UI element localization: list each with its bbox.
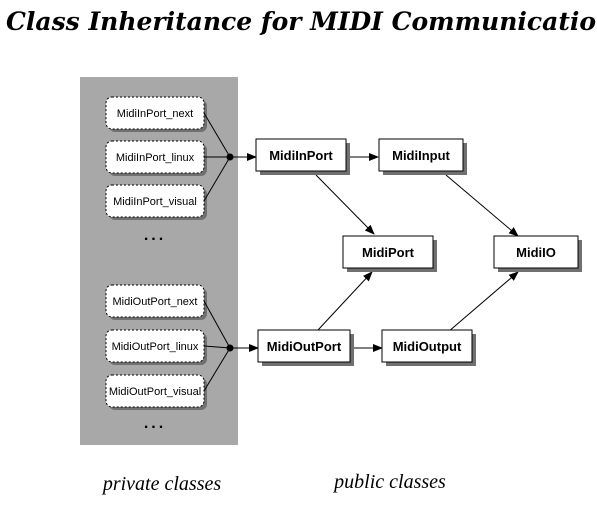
more-classes-ellipsis: ... <box>144 227 166 244</box>
private-class-label: MidiInPort_visual <box>113 196 197 208</box>
private-class-label: MidiOutPort_visual <box>109 386 201 398</box>
private-class-label: MidiOutPort_next <box>113 296 198 308</box>
junction-dot <box>226 153 234 161</box>
public-class-label: MidiIO <box>516 245 556 260</box>
private-class-label: MidiOutPort_linux <box>112 341 199 353</box>
private-out-connectors <box>203 300 259 392</box>
public-class-label: MidiPort <box>362 245 415 260</box>
public-class-midi-input: MidiInput <box>378 138 467 175</box>
private-class-box: MidiOutPort_next <box>105 284 207 320</box>
private-class-box: MidiInPort_linux <box>105 140 207 176</box>
private-class-label: MidiInPort_next <box>117 108 193 120</box>
public-inheritance-arrows <box>315 153 519 352</box>
more-classes-ellipsis: ... <box>144 415 166 432</box>
diagram-title: Class Inheritance for MIDI Communication <box>6 7 597 36</box>
private-out-group: MidiOutPort_next MidiOutPort_linux MidiO… <box>105 284 207 432</box>
public-class-label: MidiOutput <box>393 339 462 354</box>
public-class-midi-in-port: MidiInPort <box>255 138 350 175</box>
public-class-midi-io: MidiIO <box>493 235 582 272</box>
public-class-label: MidiInPort <box>269 148 333 163</box>
private-class-label: MidiInPort_linux <box>116 152 195 164</box>
junction-dot <box>226 344 234 352</box>
public-classes-caption: public classes <box>332 471 446 493</box>
public-class-midi-out-port: MidiOutPort <box>257 329 354 366</box>
private-class-box: MidiInPort_visual <box>105 184 207 220</box>
private-class-box: MidiInPort_next <box>105 96 207 132</box>
public-class-midi-port: MidiPort <box>342 235 437 272</box>
private-class-box: MidiOutPort_linux <box>105 329 207 365</box>
public-class-midi-output: MidiOutput <box>381 329 476 366</box>
public-class-label: MidiOutPort <box>267 339 342 354</box>
private-class-box: MidiOutPort_visual <box>105 374 207 410</box>
public-class-label: MidiInput <box>392 148 450 163</box>
private-in-connectors <box>203 112 257 202</box>
private-classes-caption: private classes <box>101 473 222 495</box>
